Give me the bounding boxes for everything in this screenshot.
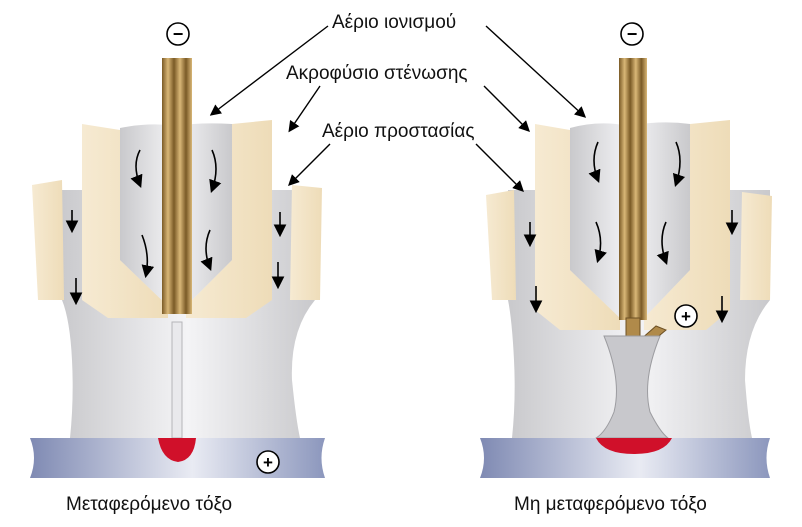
plasma-jet <box>171 321 183 439</box>
transferred-arc-torch <box>30 58 325 478</box>
electrode <box>162 58 192 314</box>
negative-sign-right: − <box>627 24 638 44</box>
workpiece-right-torch <box>480 438 770 478</box>
gas-flow-arrows-left <box>65 149 287 306</box>
non-transferred-arc-caption: Μη μεταφερόμενο τόξο <box>514 494 707 515</box>
outer-nozzle-left-wall-right-torch <box>486 190 516 300</box>
positive-polarity-circle-right <box>674 304 698 328</box>
gas-flow-arrows-right <box>523 141 739 324</box>
positive-polarity-circle-left <box>256 450 280 474</box>
transferred-arc-caption: Μεταφερόμενο τόξο <box>66 494 233 515</box>
outer-nozzle-right-wall-right-torch <box>740 192 772 300</box>
non-transferred-arc-torch <box>480 58 772 478</box>
outer-nozzle-right-wall <box>290 185 322 300</box>
negative-polarity-circle-right <box>620 22 644 46</box>
shielding-gas-label: Αέριο προστασίας <box>322 121 475 142</box>
weld-pool <box>158 438 196 462</box>
constriction-nozzle-left-right-torch <box>535 124 620 330</box>
outer-nozzle-left-wall <box>32 180 64 300</box>
negative-polarity-circle-left <box>166 22 190 46</box>
constriction-nozzle-right-right-torch <box>644 120 730 330</box>
constriction-nozzle-label: Ακροφύσιο στένωσης <box>286 63 468 84</box>
electrode-right-torch <box>619 58 647 320</box>
negative-sign-left: − <box>173 24 184 44</box>
constriction-nozzle-right <box>186 120 272 318</box>
ionization-gas-label: Αέριο ιονισμού <box>332 12 457 33</box>
positive-sign-right: + <box>681 307 691 326</box>
heated-zone <box>596 438 672 454</box>
constriction-nozzle-left <box>82 124 168 318</box>
positive-sign-left: + <box>263 453 273 472</box>
callout-lines <box>209 25 587 192</box>
